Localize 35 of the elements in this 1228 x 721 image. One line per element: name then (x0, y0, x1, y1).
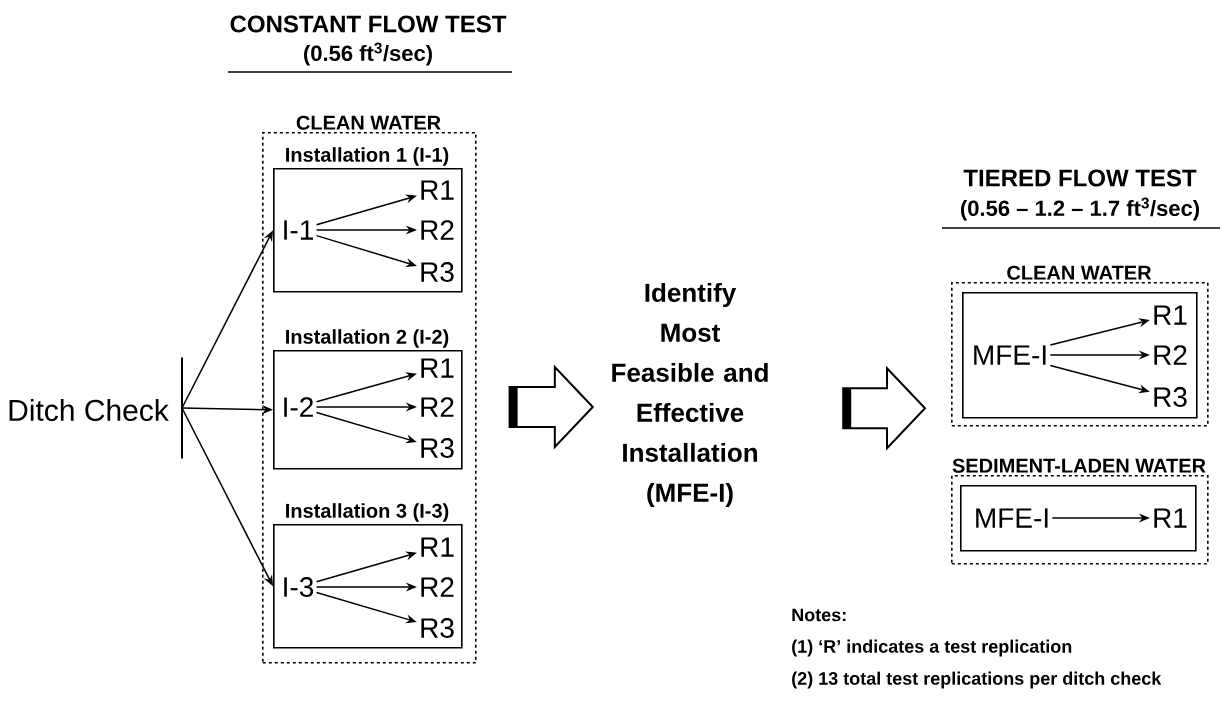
replication-label: R2 (421, 397, 454, 417)
replication-label: R2 (1154, 345, 1187, 365)
note-text: (1) ‘R’ indicates a test replication (792, 639, 1072, 657)
heading: TIERED FLOW TEST (963, 169, 1197, 187)
installation-box (960, 485, 1197, 552)
installation-box (962, 292, 1198, 419)
box-heading: Installation 1 (I-1) (286, 147, 449, 166)
ditch-check-label: Ditch Check (9, 399, 169, 422)
step-text: Identify Most Feasible and Effective Installation (MFE-I) (612, 282, 768, 508)
replication-label: R3 (421, 618, 454, 638)
replication-label: R3 (1154, 387, 1187, 407)
box-heading: Installation 2 (I-2) (286, 329, 449, 348)
box-heading: CLEAN WATER (1007, 265, 1152, 280)
replication-label: R1 (421, 537, 454, 557)
box-heading: SEDIMENT-LADEN WATER (952, 458, 1206, 473)
replication-label: R2 (421, 577, 454, 597)
box-heading: Installation 3 (I-3) (286, 503, 449, 522)
installation-label: I-2 (284, 397, 313, 417)
replication-label: R1 (421, 180, 454, 200)
replication-label: R1 (421, 358, 454, 378)
replication-label: R3 (421, 438, 454, 458)
installation-label: I-1 (284, 220, 313, 240)
replication-label: R1 (1154, 305, 1187, 325)
box-heading: CLEAN WATER (296, 115, 441, 130)
installation-label: MFE-I (974, 345, 1046, 365)
replication-label: R3 (421, 262, 454, 282)
heading: CONSTANT FLOW TEST (230, 15, 507, 33)
note-text: (2) 13 total test replications per ditch check (792, 671, 1162, 689)
heading: (0.56 ft$^{3}$/sec) (304, 42, 432, 66)
installation-label: MFE-I (976, 508, 1048, 528)
replication-label: R1 (1154, 508, 1187, 528)
installation-label: I-3 (284, 577, 314, 597)
replication-label: R2 (421, 220, 454, 240)
notes-heading: Notes: (792, 608, 846, 622)
heading: (0.56 – 1.2 – 1.7 ft$^{3}$/sec) (961, 197, 1199, 221)
